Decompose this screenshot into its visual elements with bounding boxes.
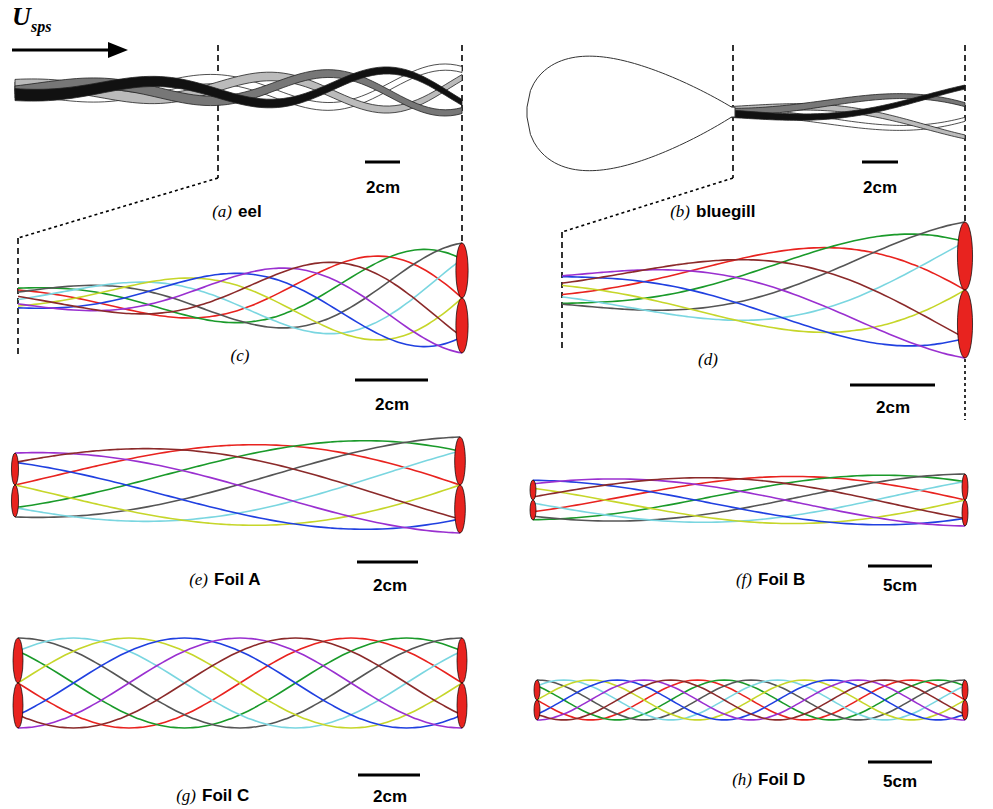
scale-bar <box>358 774 420 777</box>
scale-label: 2cm <box>876 398 910 418</box>
scale-bar <box>355 379 428 382</box>
flow-arrow-head <box>108 42 128 58</box>
midline-curve <box>18 638 462 728</box>
fin-foil <box>457 683 467 728</box>
midline-curve <box>15 485 460 525</box>
panel-letter: (b) <box>670 202 690 222</box>
midline-curve <box>18 638 462 728</box>
midline-curve <box>533 478 965 519</box>
fin-foil <box>957 290 972 358</box>
panel-title: Foil C <box>202 786 249 806</box>
fin-foil <box>13 638 23 683</box>
midline-curve <box>18 638 462 728</box>
midline-curve <box>562 222 965 310</box>
guide-line <box>217 45 219 178</box>
scale-bar <box>868 761 932 764</box>
fin-foil <box>534 700 540 720</box>
scale-label: 5cm <box>883 772 917 792</box>
scale-label: 5cm <box>883 576 917 596</box>
midline-curve <box>533 482 965 523</box>
midline-curve <box>15 462 460 529</box>
fin-foil <box>534 680 540 700</box>
fin-foil <box>11 485 18 517</box>
midline-curve <box>18 262 462 337</box>
flow-subscript: sps <box>31 18 51 36</box>
midline-curve <box>18 268 462 353</box>
fin-foil <box>457 638 467 683</box>
scale-label: 2cm <box>863 178 897 198</box>
midline-curve <box>537 680 965 720</box>
bluegill-body <box>527 56 735 171</box>
scale-bar <box>862 161 898 164</box>
fin-foil <box>455 437 466 485</box>
fin-foil <box>957 222 972 290</box>
midline-curve <box>537 680 965 720</box>
midline-curve <box>18 638 462 728</box>
flow-arrow-shaft <box>12 49 112 52</box>
panel-letter: (a) <box>212 202 232 222</box>
midline-curve <box>562 242 965 320</box>
panel-letter: (h) <box>732 770 752 790</box>
panel-letter: (f) <box>736 570 752 590</box>
fin-foil <box>962 700 968 720</box>
fin-foil <box>455 485 466 533</box>
panel-title: Foil B <box>758 570 805 590</box>
midline-curve <box>15 445 460 485</box>
scale-bar <box>868 565 932 568</box>
midline-curve <box>537 680 965 720</box>
zoom-line <box>18 178 218 238</box>
body-outline <box>15 64 462 110</box>
scale-bar <box>850 384 935 387</box>
midline-curve <box>18 638 462 728</box>
midline-curve <box>537 680 965 720</box>
midline-curve <box>537 680 965 720</box>
midline-curve <box>18 638 462 728</box>
fin-foil <box>530 480 536 500</box>
fin-foil <box>456 243 468 298</box>
midline-curve <box>15 453 460 533</box>
midline-curve <box>562 234 965 303</box>
flow-symbol: U <box>12 2 31 32</box>
midline-curve <box>15 449 460 519</box>
fin-foil <box>11 453 18 485</box>
scale-label: 2cm <box>373 787 407 807</box>
body-outline <box>15 67 462 108</box>
midline-curve <box>18 638 462 728</box>
guide-line <box>561 232 563 350</box>
scale-label: 2cm <box>366 178 400 198</box>
midline-curve <box>562 260 965 338</box>
fin-foil <box>13 683 23 728</box>
panel-title: eel <box>238 202 262 222</box>
fin-foil <box>530 500 536 520</box>
scale-bar <box>357 561 418 564</box>
scale-bar <box>365 161 400 164</box>
panel-title: Foil D <box>758 770 805 790</box>
midline-curve <box>537 680 965 720</box>
midline-curve <box>537 680 965 720</box>
panel-letter: (c) <box>231 346 250 366</box>
fin-foil <box>456 298 468 353</box>
panel-letter: (d) <box>698 350 718 370</box>
midline-curve <box>18 638 462 728</box>
scale-label: 2cm <box>375 395 409 415</box>
midline-curve <box>562 277 965 346</box>
midline-curve <box>18 278 462 340</box>
fin-foil <box>962 500 968 526</box>
midline-curve <box>15 451 460 521</box>
midline-curve <box>562 285 965 332</box>
fin-foil <box>962 474 968 500</box>
midline-curve <box>537 680 965 720</box>
panel-letter: (g) <box>176 786 196 806</box>
guide-line <box>964 45 966 245</box>
panel-letter: (e) <box>189 570 208 590</box>
scale-label: 2cm <box>373 576 407 596</box>
panel-title: bluegill <box>696 202 756 222</box>
panel-title: Foil A <box>214 570 261 590</box>
fin-foil <box>962 680 968 700</box>
midline-curve <box>562 270 965 358</box>
